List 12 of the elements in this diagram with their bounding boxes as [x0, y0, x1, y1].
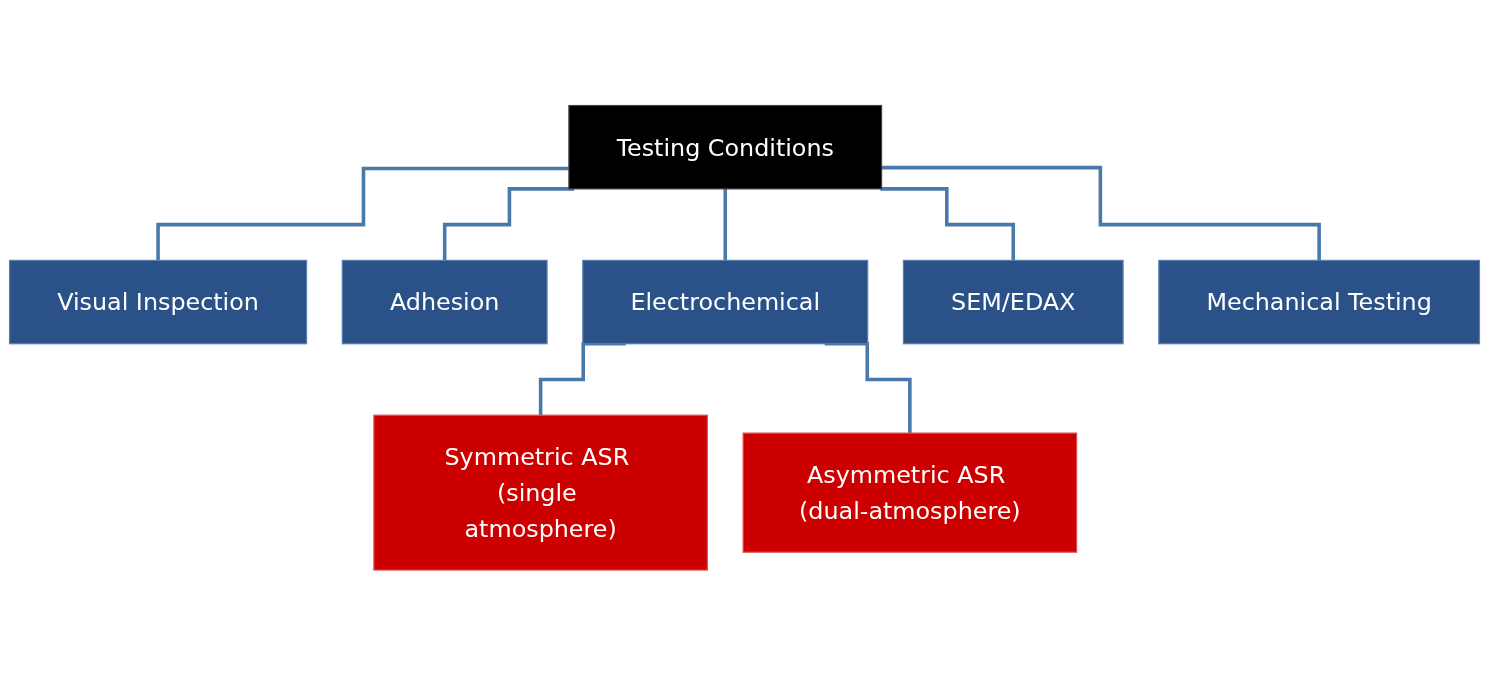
connector	[156, 166, 569, 262]
node-box: Electrochemical	[582, 259, 869, 345]
node-box: Symmetric ASR (single atmosphere)	[373, 414, 708, 571]
node-box: Adhesion	[341, 259, 548, 345]
connector	[880, 186, 1016, 262]
node-box: Mechanical Testing	[1158, 259, 1481, 345]
node-box: Testing Conditions	[568, 104, 883, 190]
connector	[881, 165, 1321, 262]
node-box: Visual Inspection	[8, 259, 308, 345]
node-box: SEM/EDAX	[902, 259, 1124, 345]
connector	[442, 186, 575, 262]
node-box: Asymmetric ASR (dual-atmosphere)	[742, 432, 1078, 553]
